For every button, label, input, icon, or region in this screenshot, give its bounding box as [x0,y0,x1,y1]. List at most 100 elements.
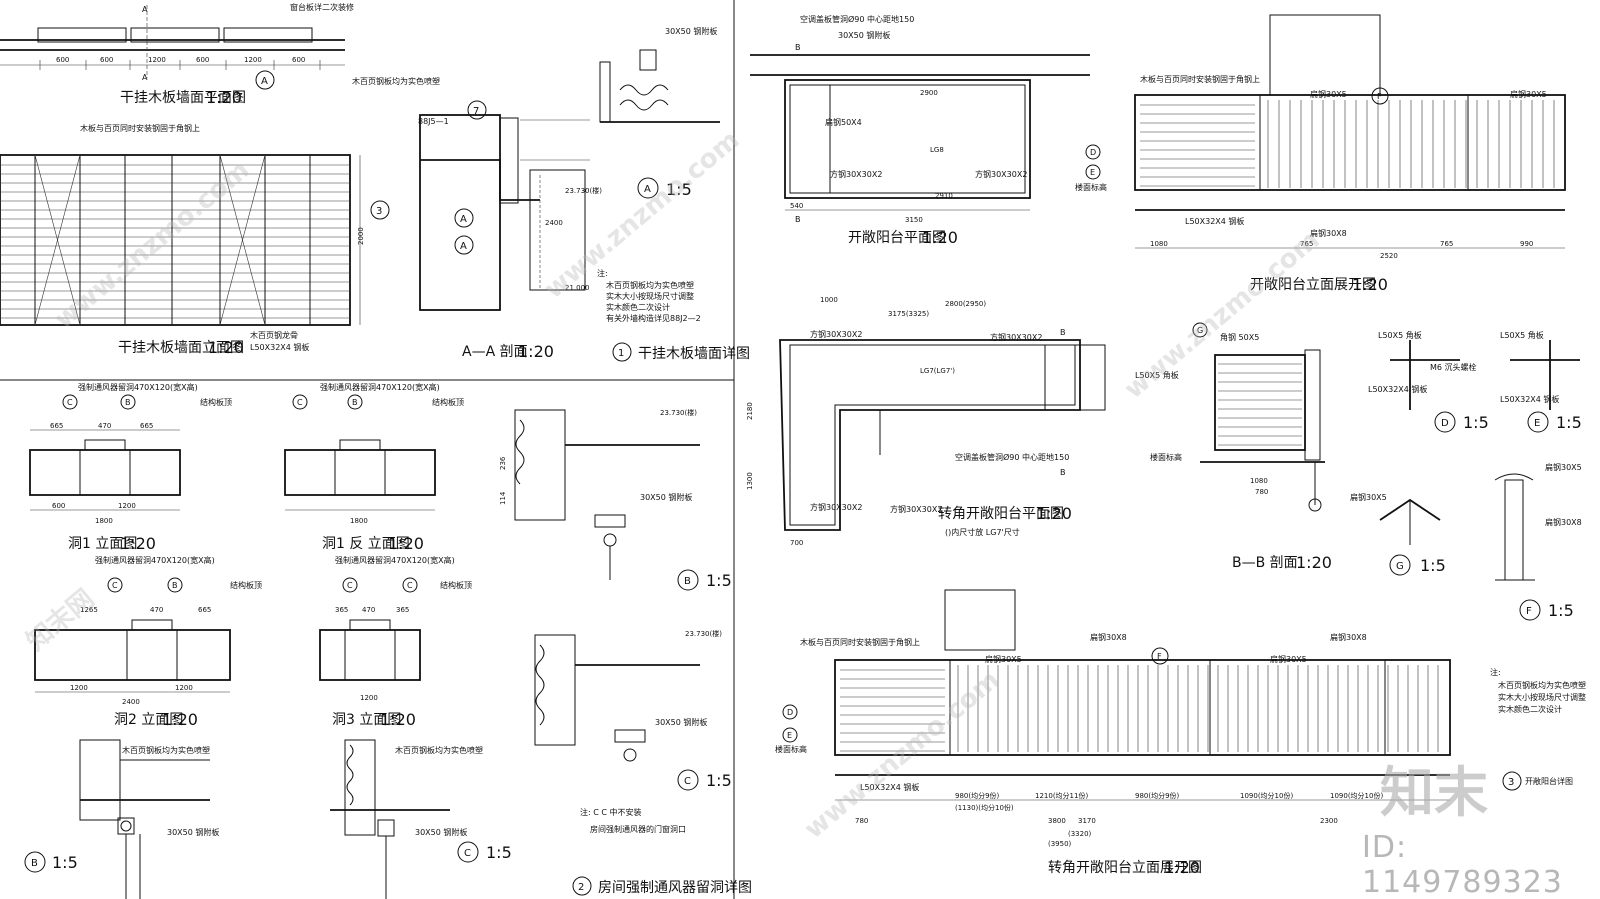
c-mid-scale: 1:5 [706,771,732,790]
hole2-dim-665: 665 [198,606,211,614]
elev1-dim-1080: 1080 [1150,240,1168,248]
c-small-bubble: C [464,848,471,859]
b-mid-flat: 30X50 钢附板 [640,492,692,502]
elev1-bubble-d: D [1090,148,1096,157]
g-flat: 扁钢30X5 [1350,492,1387,502]
title-hole1-reverse: 洞1 反 立面图 [322,536,410,552]
elev2-flat30x5-b: 扁钢30X5 [1270,654,1307,664]
dim-aa-2400: 2400 [545,219,563,227]
elev2-note-1: 木百页钢板均为实色喷塑 [1498,680,1586,690]
b-mid-bubble: B [684,576,691,587]
detail-a: 30X50 钢附板 A 1:5 [599,26,720,199]
corner-dim-3175: 3175(3325) [888,310,929,318]
title-wall-elevation: 干挂木板墙面立面图 [118,340,244,356]
wall-elevation-view: 木板与百页同时安装钢固于角钢上 2000 木百页钢龙骨 L50X32X4 钢板 … [0,123,365,357]
detail-bubble-a-plan: A [261,76,268,87]
elev2-dim-3800: 3800 [1048,817,1066,825]
f-flat8: 扁钢30X8 [1545,517,1582,527]
bb-l50x5: L50X5 角板 [1135,370,1179,380]
bb-angle: 角钢 50X5 [1220,332,1259,342]
e-angle: L50X32X4 钢板 [1500,394,1559,404]
cut-label-a-top: A [142,5,148,14]
elev-23730: 23.730(楼) [565,186,602,195]
title-wall-plan: 干挂木板墙面平面图 [120,90,246,106]
dim-600-b: 600 [100,56,113,64]
hole2-dim-2400: 2400 [122,698,140,706]
scale-hole1: 1:20 [120,534,156,553]
bb-bubble-g: G [1197,326,1203,335]
hole1-beam: 结构板顶 [200,397,232,407]
elev2-flat30x5-a: 扁钢30X5 [985,654,1022,664]
detail-f: 扁钢30X5 扁钢30X8 F 1:5 [1494,462,1582,621]
corner-cut-b-bottom: B [1060,468,1066,477]
elev1-dim-2520: 2520 [1380,252,1398,260]
title-hole3: 洞3 立面图 [332,712,401,728]
scale-hole1-reverse: 1:20 [388,534,424,553]
elev2-flat30x8-b: 扁钢30X8 [1330,632,1367,642]
dim-600-a: 600 [56,56,69,64]
corner-ac-note: 空调盖板管洞Ø90 中心距地150 [955,452,1069,462]
corner-sq30-a: 方钢30X30X2 [810,329,862,339]
corner-dim-2800: 2800(2950) [945,300,986,308]
elev1-flat30x5-b: 扁钢30X5 [1510,89,1547,99]
dim-1200-b: 1200 [244,56,262,64]
bb-dim-1080: 1080 [1250,477,1268,485]
plan-ac-note: 空调盖板管洞Ø90 中心距地150 [800,14,914,24]
detail-a-scale: 1:5 [666,180,692,199]
hole1-dim-1200: 1200 [118,502,136,510]
c-mid-nosash-note: 注: C C 中不安装 [580,807,642,817]
elev-21000: 21.000 [565,284,590,292]
elev1-dim-765a: 765 [1300,240,1313,248]
scale-balcony-elevation: 1:20 [1352,275,1388,294]
hole3-bubble-c: C [347,581,353,590]
hole2-beam: 结构板顶 [230,580,262,590]
note-2: 实木大小按现场尺寸调整 [606,291,694,301]
elev2-dim-980a: 980(均分9份) [955,791,1000,800]
corner-sq30-b: 方钢30X30X2 [990,332,1042,342]
elev2-bubble-e: E [787,731,792,740]
hole3-dim-365b: 365 [396,606,409,614]
elev2-flat30x8-a: 扁钢30X8 [1090,632,1127,642]
title-corner-plan: 转角开敞阳台平面图 [938,506,1064,522]
d-angle: L50X32X4 钢板 [1368,384,1427,394]
scale-hole2: 1:20 [162,710,198,729]
corner-plan-subnote: ()内尺寸放 LG7'尺寸 [945,527,1020,537]
window-sill-note: 窗台板详二次装修 [290,2,354,12]
d-l50x5: L50X5 角板 [1378,330,1422,340]
corner-dim-1300: 1300 [746,472,754,490]
b-mid-scale: 1:5 [706,571,732,590]
c-mid-vent-note: 房间强制通风器的门窗洞口 [590,824,686,834]
plan-lg8: LG8 [930,146,944,154]
elev2-dim-1210: 1210(均分11份) [1035,791,1088,800]
hole2-dim-1265: 1265 [80,606,98,614]
d-m6: M6 沉头螺栓 [1430,362,1477,372]
detail-d: L50X5 角板 M6 沉头螺栓 L50X32X4 钢板 D 1:5 [1368,330,1489,433]
b-mid-dim-114: 114 [499,491,507,505]
detail-g: 扁钢30X5 G 1:5 [1350,492,1446,576]
detail-e: L50X5 角板 L50X32X4 钢板 E 1:5 [1500,330,1582,433]
plan-cut-b-bottom: B [795,215,801,224]
c-small-flat: 30X50 钢附板 [415,827,467,837]
hole2-bubble-c: C [112,581,118,590]
e-bubble: E [1534,418,1540,429]
plan-dim-2910: 2910 [935,192,953,200]
detail-b-small: 木百页钢板均为实色喷塑 30X50 钢附板 B 1:5 [24,739,219,899]
balcony-plan: 空调盖板管洞Ø90 中心距地150 30X50 钢附板 2900 LG8 扁钢5… [750,14,1090,247]
hole1-bubble-b: B [125,398,131,407]
section-b-b: 角钢 50X5 L50X5 角板 楼面标高 1080 780 G B—B 剖面 … [1135,322,1332,572]
d-scale: 1:5 [1463,413,1489,432]
elev2-floor: 楼面标高 [775,744,807,754]
hole1r-dim-1800: 1800 [350,517,368,525]
plan-dim-2900: 2900 [920,89,938,97]
note-1: 木百页钢板均为实色喷塑 [606,280,694,290]
ref-88j5: 88J5—1 [418,117,449,126]
aa-note-layer: 木百页钢板均为实色喷塑 [352,76,440,86]
hole1r-beam: 结构板顶 [432,397,464,407]
elev2-note-3: 实木颜色二次设计 [1498,704,1562,714]
b-small-note: 木百页钢板均为实色喷塑 [122,745,210,755]
hole1r-duct-label: 强制通风器留洞470X120(宽X高) [320,382,440,392]
watermark-logo: 知末 [1380,761,1488,824]
bubble-a-section-2: A [460,241,467,252]
section-a-a: 23.730(楼) 21.000 2400 木百页钢板均为实色喷塑 7 3 A … [352,76,602,361]
